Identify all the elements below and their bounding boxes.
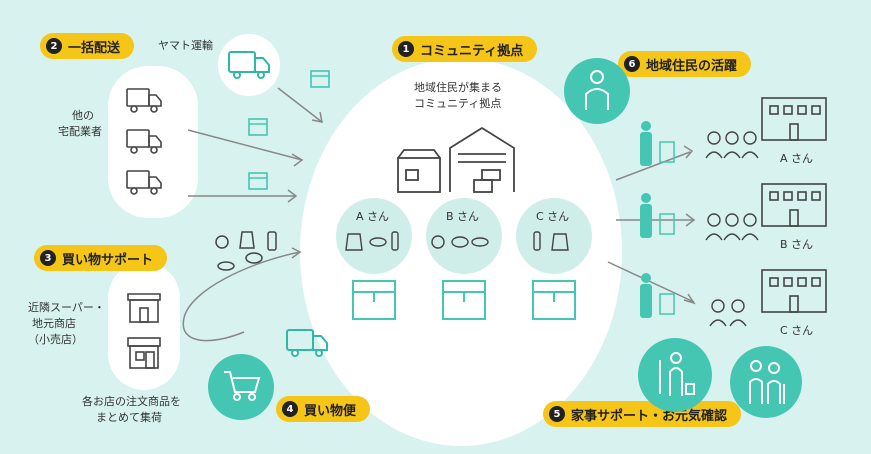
family-icon (709, 299, 747, 327)
package-icon (248, 118, 268, 136)
local-shops-label-3: （小売店） (28, 333, 83, 346)
other-carrier-label-2: 宅配業者 (58, 125, 102, 138)
building-a-label: A さん (780, 152, 814, 165)
elderly-icon (749, 360, 785, 404)
yamato-truck-icon (228, 51, 270, 79)
building-icon (761, 97, 827, 141)
order-label-2: まとめて集荷 (96, 411, 162, 424)
delivery-person-icon (585, 70, 609, 110)
local-shops-label-2: 地元商店 (32, 317, 76, 330)
building-icon (761, 269, 827, 313)
building-c-label: C さん (780, 324, 814, 337)
cleaning-icon (659, 352, 695, 396)
delivery-person-icon (640, 121, 675, 166)
yamato-label: ヤマト運輸 (158, 39, 213, 52)
package-icon (442, 280, 486, 320)
hub-person-b-label: B さん (446, 210, 480, 223)
package-icon (248, 172, 268, 190)
hub-label-2: コミュニティ拠点 (414, 97, 502, 110)
local-shops-label-1: 近隣スーパー・ (28, 301, 105, 314)
resident-circle (564, 58, 630, 124)
package-icon (352, 280, 396, 320)
warehouse-icon (397, 126, 515, 193)
package-icon (532, 280, 576, 320)
order-label-1: 各お店の注文商品を (82, 395, 181, 408)
groceries-icon (215, 231, 277, 271)
delivery-person-icon (640, 273, 675, 318)
building-icon (761, 183, 827, 227)
delivery-person-icon (640, 193, 675, 238)
cart-circle (208, 354, 274, 420)
hub-bubble-items-icon (345, 231, 569, 251)
family-icon (705, 131, 759, 159)
hub-person-a-label: A さん (356, 210, 390, 223)
family-icon (705, 213, 759, 241)
shop-icon (127, 293, 161, 323)
cart-icon (224, 371, 261, 401)
truck-icon (126, 170, 162, 195)
cleaning-circle (638, 338, 712, 412)
hub-label-1: 地域住民が集まる (414, 81, 502, 94)
shop-icon (127, 337, 161, 369)
hub-person-a-bubble (336, 198, 412, 274)
package-icon (310, 70, 330, 88)
shopping-truck-icon (286, 329, 328, 357)
truck-icon (126, 88, 162, 113)
hub-person-c-label: C さん (536, 210, 570, 223)
truck-icon (126, 129, 162, 154)
elderly-circle (730, 346, 802, 418)
other-carrier-label-1: 他の (72, 109, 94, 122)
building-b-label: B さん (780, 238, 814, 251)
